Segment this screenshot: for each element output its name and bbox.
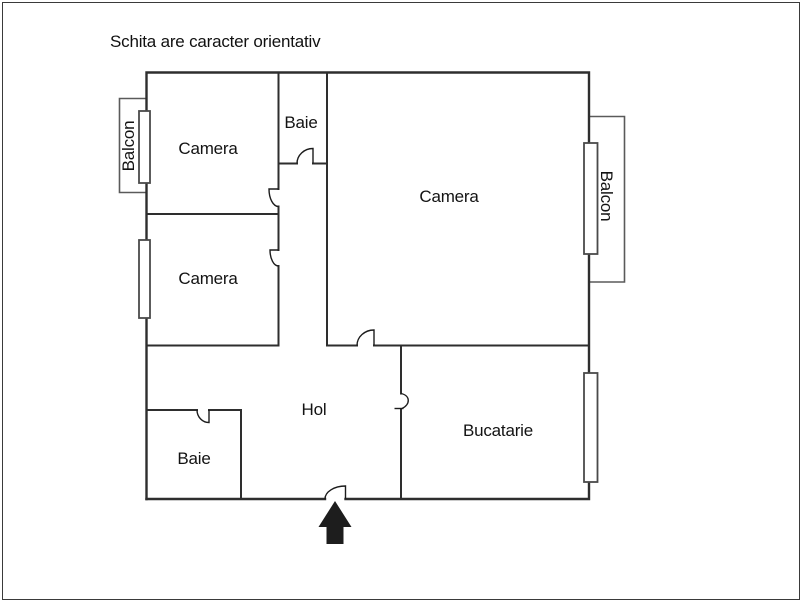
window-camera-big (583, 142, 599, 255)
interior-walls (145, 71, 590, 500)
room-label-balcon-left: Balcon (119, 120, 138, 172)
door-entrance (324, 485, 347, 500)
door-camera-big (356, 329, 375, 346)
entrance-arrow-icon (318, 501, 352, 544)
room-label-camera-bottom-left: Camera (178, 269, 238, 288)
room-label-camera-top-left: Camera (178, 139, 238, 158)
room-label-hol: Hol (301, 400, 327, 419)
room-label-baie-bottom: Baie (177, 449, 211, 468)
window-camera-top-left (138, 110, 151, 184)
room-label-baie-top: Baie (284, 113, 318, 132)
window-camera-bottom-left (138, 239, 151, 319)
room-label-bucatarie: Bucatarie (462, 421, 534, 440)
window-bucatarie (583, 372, 599, 483)
balcony-left-outline (118, 97, 147, 194)
door-bottom-baie (196, 409, 210, 424)
door-camera-bottom-left (269, 249, 279, 267)
door-top-baie (296, 147, 314, 164)
room-label-camera-big: Camera (419, 187, 479, 206)
windows (138, 110, 599, 483)
door-bucatarie (394, 392, 409, 410)
plan-disclaimer-title: Schita are caracter orientativ (110, 32, 321, 51)
room-label-balcon-right: Balcon (597, 170, 616, 222)
door-camera-top-left (268, 188, 279, 208)
balcony-right-outline (589, 115, 626, 283)
